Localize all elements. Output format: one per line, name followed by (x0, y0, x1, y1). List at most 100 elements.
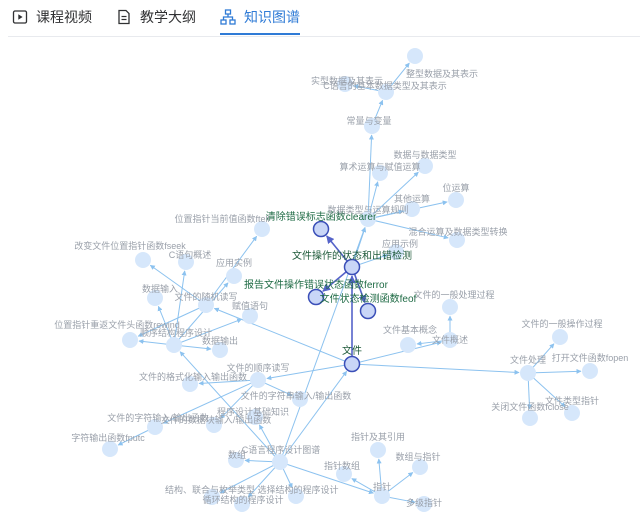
graph-node-fuzhi[interactable] (242, 308, 258, 324)
graph-node-qita[interactable] (404, 201, 420, 217)
graph-node-feof[interactable] (359, 302, 377, 320)
tab-divider (8, 36, 640, 37)
graph-node-shuzu[interactable] (228, 452, 244, 468)
graph-edge (162, 379, 259, 424)
graph-node-label: 文件处理 (510, 354, 546, 365)
graph-node-label: 多级指针 (406, 497, 442, 508)
graph-node-duoji[interactable] (416, 496, 432, 512)
graph-node-label: 指针及其引用 (351, 431, 405, 442)
graph-node-label: 位置指针当前值函数ftell (174, 213, 269, 224)
graph-node-xuanze[interactable] (288, 488, 304, 504)
graph-node-shuzuzhizhen[interactable] (412, 459, 428, 475)
graph-node-suanshu[interactable] (372, 165, 388, 181)
graph-node-wenjian[interactable] (343, 355, 361, 373)
graph-node-yiban[interactable] (442, 299, 458, 315)
graph-node-label: C语言程序设计图谱 (242, 444, 321, 455)
graph-edge (173, 318, 243, 346)
graph-node-errstat[interactable] (343, 258, 361, 276)
graph-node-fputc[interactable] (102, 441, 118, 457)
graph-node-label: 文件操作的状态和出错检测 (292, 249, 412, 262)
graph-node-ftell[interactable] (254, 221, 270, 237)
graph-node-hunhe[interactable] (449, 232, 465, 248)
tab-knowledge-graph[interactable]: 知识图谱 (220, 0, 300, 35)
graph-node-label: 文件类型指针 (545, 395, 599, 406)
graph-node-changliang[interactable] (364, 118, 380, 134)
graph-node-shuju[interactable] (417, 158, 433, 174)
graph-node-label: 数据输入 (142, 283, 178, 294)
graph-node-zifuchuan[interactable] (292, 391, 308, 407)
graph-node-label: 打开文件函数fopen (552, 352, 629, 363)
graph-node-label: 文件的字符串输入/输出函数 (241, 390, 352, 401)
graph-node-leixing[interactable] (564, 405, 580, 421)
graph-node-rewind[interactable] (122, 332, 138, 348)
graph-labels: 文件文件操作的状态和出错检测清除错误标志函数clearer报告文件操作错误状态函… (54, 68, 628, 508)
graph-node-weiyunsuan[interactable] (448, 192, 464, 208)
graph-node-label: 关闭文件函数fclose (491, 401, 569, 412)
graph-node-jichu[interactable] (247, 409, 263, 425)
graph-edge (213, 307, 353, 365)
graph-node-label: 其他运算 (394, 193, 430, 204)
graph-edge (266, 363, 353, 381)
tab-course-video[interactable]: 课程视频 (12, 0, 92, 34)
graph-node-label: C语句概述 (169, 249, 212, 260)
graph-node-ferror[interactable] (307, 288, 325, 306)
graph-node-label: 文件基本概念 (383, 324, 437, 335)
graph-node-zhengxing[interactable] (407, 48, 423, 64)
graph-edge (351, 363, 520, 375)
active-tab-indicator (220, 33, 300, 35)
graph-edge (527, 372, 566, 408)
graph-node-xunhuan[interactable] (234, 496, 250, 512)
graph-node-jiegou[interactable] (204, 489, 220, 505)
graph-node-label: 数据与数据类型 (393, 149, 456, 160)
graph-node-label: 位置指针重返文件头函数rewind (54, 319, 180, 330)
tab-syllabus-label: 教学大纲 (140, 9, 196, 25)
graph-node-fopen[interactable] (582, 363, 598, 379)
graph-edge (279, 461, 374, 495)
play-icon (12, 10, 28, 24)
sitemap-icon (220, 9, 236, 25)
graph-node-label: 文件的字符输入/输出函数 (107, 412, 209, 423)
graph-node-label: 指针数组 (324, 460, 360, 471)
graph-node-zhizhenshuzu[interactable] (336, 466, 352, 482)
graph-node-shixing[interactable] (337, 76, 353, 92)
graph-node-clearer[interactable] (312, 220, 330, 238)
graph-node-chuli[interactable] (520, 365, 536, 381)
graph-node-label: 数组与指针 (395, 451, 440, 462)
graph-node-shunxuduxie[interactable] (250, 372, 266, 388)
graph-node-jiben[interactable] (378, 84, 394, 100)
graph-node-label: 实型数据及其表示 (311, 75, 383, 86)
graph-node-label: 数组 (228, 449, 246, 460)
graph-edge (367, 218, 449, 240)
graph-node-zhizhen[interactable] (370, 442, 386, 458)
graph-node-shurushu[interactable] (147, 290, 163, 306)
graph-node-shiyong[interactable] (388, 244, 404, 260)
graph-edge (367, 134, 374, 220)
graph-node-fseek[interactable] (135, 252, 151, 268)
graph-node-cyuyan[interactable] (272, 454, 288, 470)
tab-course-video-label: 课程视频 (36, 9, 92, 25)
graph-node-shunxu[interactable] (166, 337, 182, 353)
graph-node-shuchu[interactable] (212, 342, 228, 358)
knowledge-graph-canvas[interactable]: 文件文件操作的状态和出错检测清除错误标志函数clearer报告文件操作错误状态函… (0, 37, 640, 512)
graph-node-label: C语言的基本数据类型及其表示 (323, 80, 447, 91)
graph-node-gaishu2[interactable] (178, 254, 194, 270)
graph-node-geshi[interactable] (182, 376, 198, 392)
graph-node-label: 结构、联合与枚举类型 (165, 484, 255, 495)
graph-node-label: 程序设计基础知识 (217, 406, 289, 417)
graph-node-fclose[interactable] (522, 410, 538, 426)
graph-node-jiben2[interactable] (400, 337, 416, 353)
tab-syllabus[interactable]: 教学大纲 (116, 0, 196, 34)
graph-node-label: 整型数据及其表示 (406, 68, 478, 79)
graph-node-zhizhen2[interactable] (374, 488, 390, 504)
graph-node-shujuleixing[interactable] (360, 211, 376, 227)
graph-node-zifu[interactable] (147, 419, 163, 435)
graph-edge (173, 270, 187, 346)
graph-node-yiban2[interactable] (552, 329, 568, 345)
graph-node-yingyong[interactable] (226, 268, 242, 284)
graph-node-suiji[interactable] (198, 297, 214, 313)
graph-node-label: 文件概述 (432, 334, 468, 345)
graph-node-label: 文件的格式化输入输出函数 (139, 371, 247, 382)
graph-node-label: 报告文件操作错误状态函数ferror (244, 278, 389, 291)
graph-node-shujukuai[interactable] (206, 417, 222, 433)
graph-node-gaishu[interactable] (442, 332, 458, 348)
